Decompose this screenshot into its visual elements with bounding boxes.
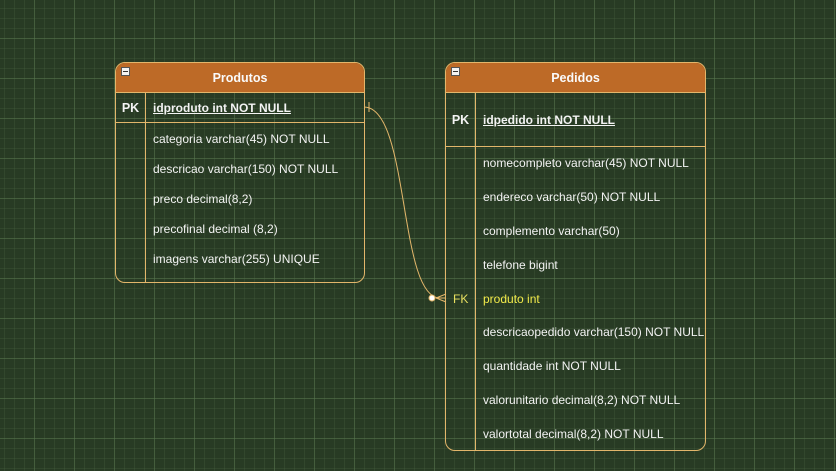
collapse-icon[interactable]	[451, 67, 460, 76]
key-column-divider	[145, 93, 146, 282]
table-header[interactable]: Pedidos	[446, 63, 705, 93]
pk-field: idproduto int NOT NULL	[153, 101, 291, 115]
field-row[interactable]: descricao varchar(150) NOT NULL	[153, 162, 339, 176]
field-row[interactable]: preco decimal(8,2)	[153, 192, 253, 206]
collapse-icon[interactable]	[121, 67, 130, 76]
fk-label: FK	[453, 292, 469, 306]
field-row[interactable]: valortotal decimal(8,2) NOT NULL	[483, 427, 664, 441]
field-row[interactable]: nomecompleto varchar(45) NOT NULL	[483, 156, 689, 170]
primary-key-row[interactable]: PK idpedido int NOT NULL	[446, 93, 705, 147]
primary-key-row[interactable]: PK idproduto int NOT NULL	[116, 93, 364, 123]
relationship-line	[363, 106, 441, 299]
field-row[interactable]: imagens varchar(255) UNIQUE	[153, 252, 320, 266]
field-row[interactable]: precofinal decimal (8,2)	[153, 222, 278, 236]
pk-label: PK	[121, 101, 140, 115]
field-row[interactable]: complemento varchar(50)	[483, 224, 620, 238]
table-title: Produtos	[212, 71, 268, 85]
pk-label: PK	[451, 113, 470, 127]
zero-optional-marker	[428, 294, 436, 302]
foreign-key-field[interactable]: produto int	[483, 292, 540, 306]
field-row[interactable]: quantidade int NOT NULL	[483, 359, 621, 373]
field-row[interactable]: endereco varchar(50) NOT NULL	[483, 190, 661, 204]
field-row[interactable]: descricaopedido varchar(150) NOT NULL	[483, 325, 705, 339]
pk-field: idpedido int NOT NULL	[483, 113, 615, 127]
table-produtos[interactable]: Produtos PK idproduto int NOT NULL categ…	[115, 62, 365, 283]
field-row[interactable]: telefone bigint	[483, 258, 558, 272]
table-title: Pedidos	[551, 71, 600, 85]
key-column-divider	[475, 93, 476, 450]
table-header[interactable]: Produtos	[116, 63, 364, 93]
table-pedidos[interactable]: Pedidos PK idpedido int NOT NULL nomecom…	[445, 62, 706, 451]
field-row[interactable]: categoria varchar(45) NOT NULL	[153, 132, 330, 146]
field-row[interactable]: valorunitario decimal(8,2) NOT NULL	[483, 393, 681, 407]
